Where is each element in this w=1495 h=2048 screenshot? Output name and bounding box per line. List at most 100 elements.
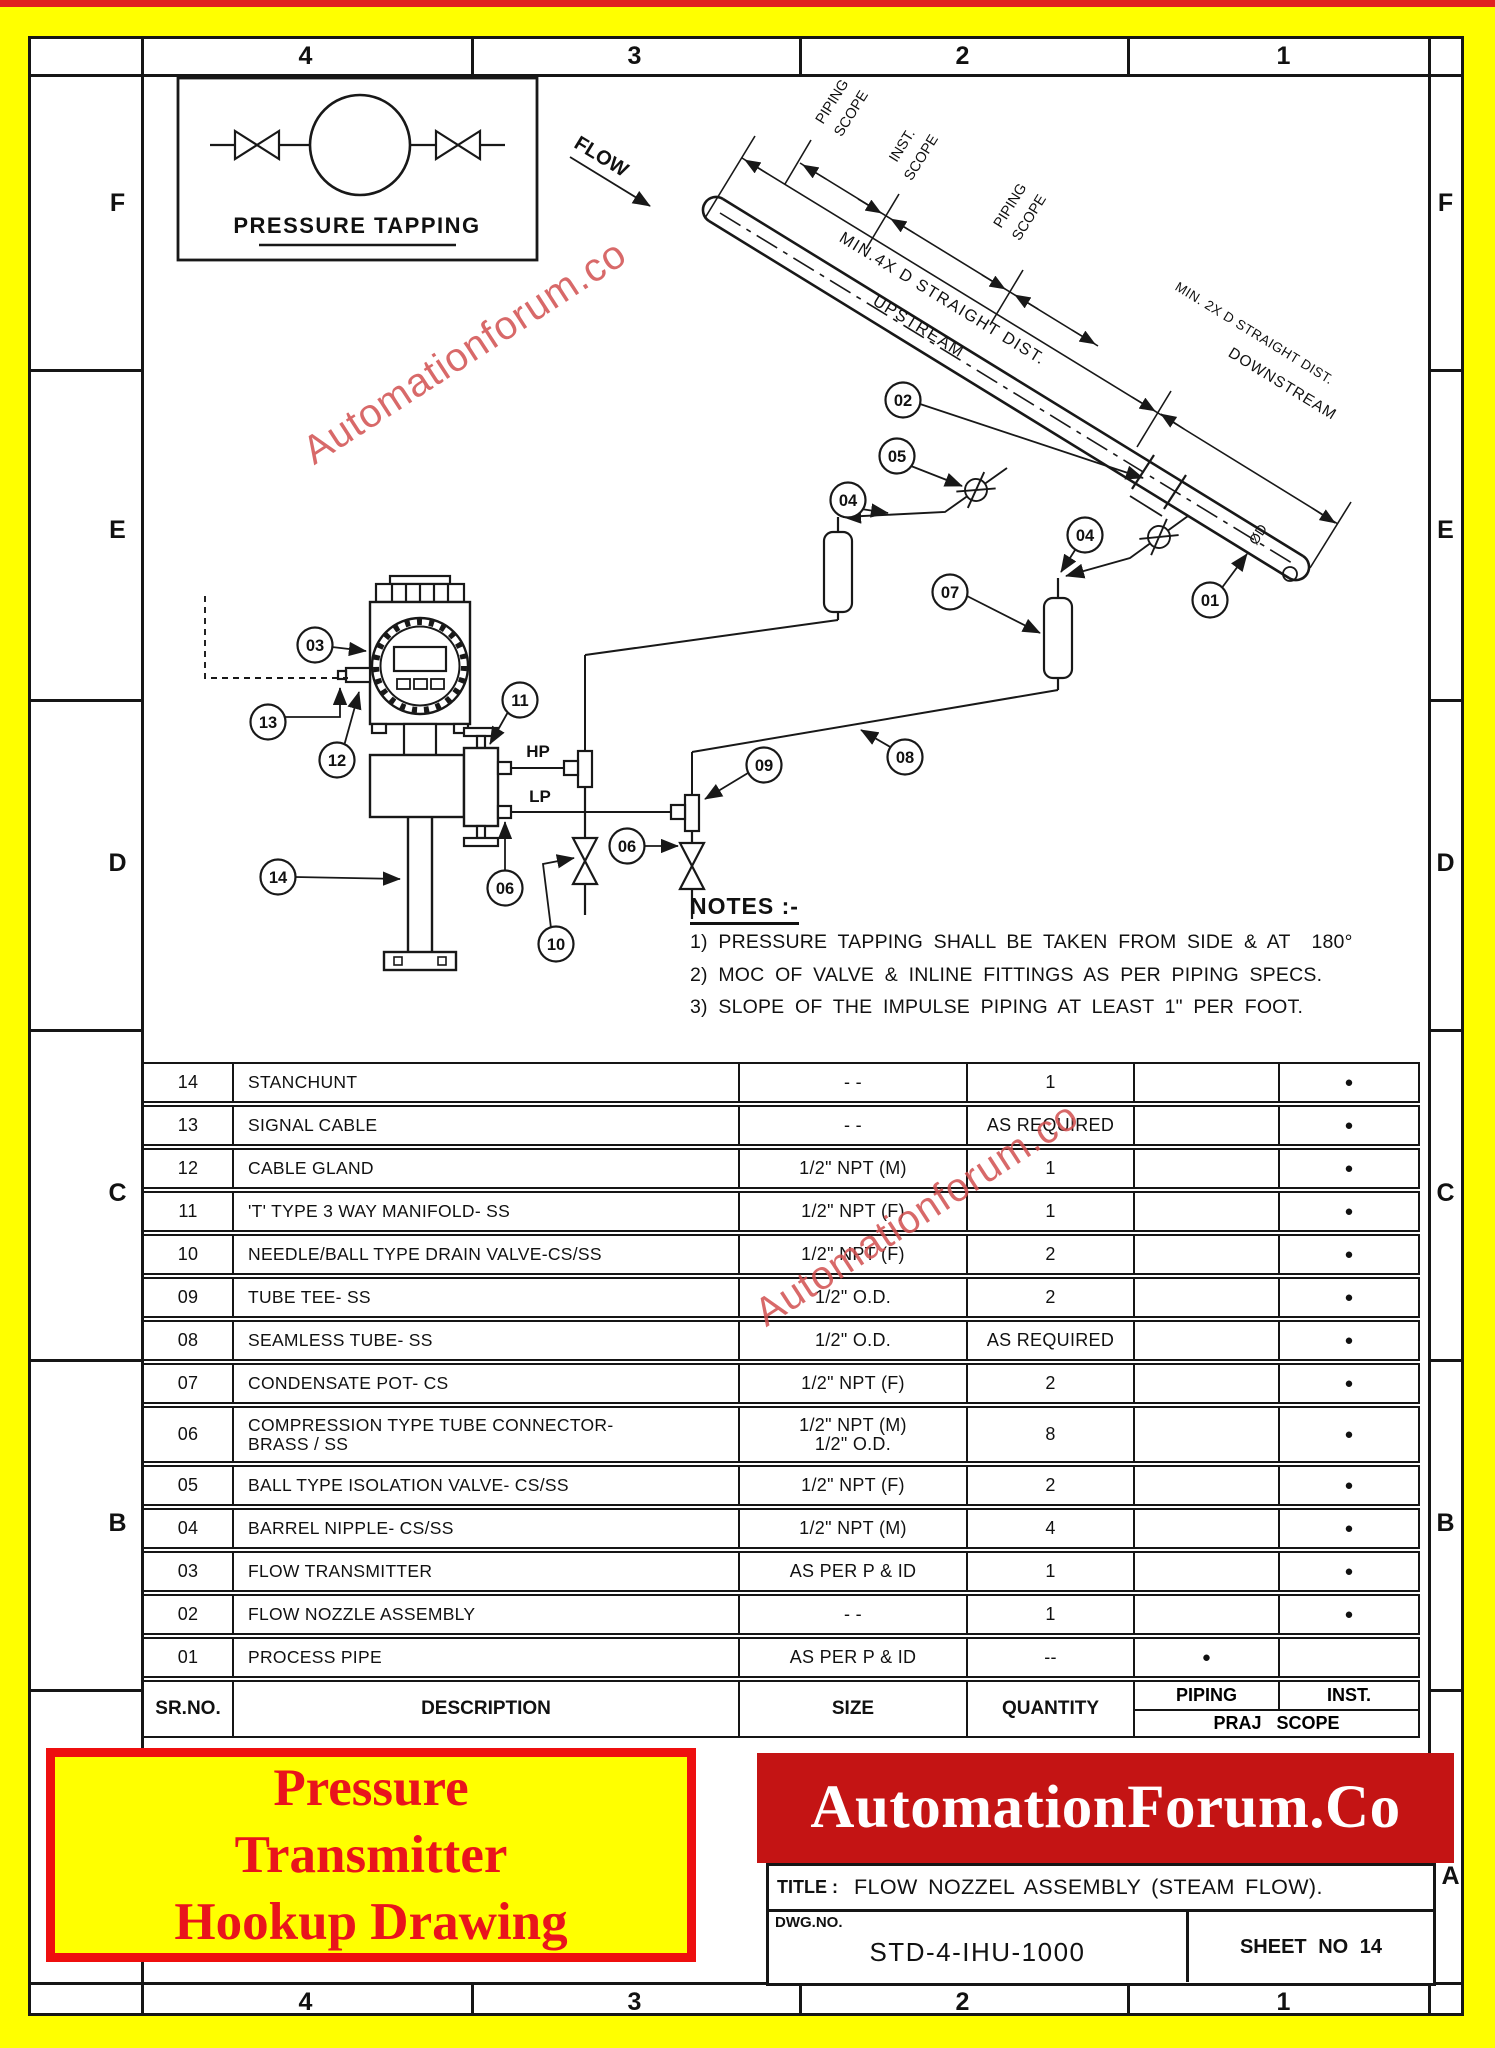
lp-label: LP	[529, 787, 551, 806]
bom-cell-inst: ●	[1344, 1289, 1354, 1306]
bom-cell-qty: 1	[968, 1150, 1135, 1187]
dimension-upstream	[704, 135, 1172, 448]
bom-cell-sr: 08	[144, 1322, 234, 1359]
title-label: TITLE :	[777, 1877, 838, 1897]
tick	[799, 1984, 802, 2016]
balloon-10	[537, 925, 575, 963]
grid-col-1-bottom: 1	[1276, 1988, 1292, 2016]
balloon-14	[259, 858, 297, 896]
bom-cell-qty: AS REQUIRED	[968, 1322, 1135, 1359]
pipe-centerline	[719, 212, 1293, 564]
table-row: 02 FLOW NOZZLE ASSEMBLY - - 1 ●	[142, 1594, 1420, 1635]
bom-cell-qty: 2	[968, 1236, 1135, 1273]
bom-header-sr: SR.NO.	[144, 1682, 234, 1736]
bom-cell-sr: 05	[144, 1467, 234, 1504]
title-block: TITLE : FLOW NOZZEL ASSEMBLY (STEAM FLOW…	[766, 1863, 1436, 1986]
bom-cell-inst: ●	[1344, 1477, 1354, 1494]
bom-cell-piping	[1135, 1596, 1280, 1633]
bom-cell-qty: 2	[968, 1279, 1135, 1316]
notes-block: NOTES :- 1) PRESSURE TAPPING SHALL BE TA…	[690, 893, 1353, 1023]
balloon-03	[296, 626, 334, 664]
dwg-no-label: DWG.NO.	[775, 1914, 843, 1931]
table-row: 10 NEEDLE/BALL TYPE DRAIN VALVE-CS/SS 1/…	[142, 1234, 1420, 1275]
transmitter-button	[396, 678, 411, 690]
hp-label: HP	[526, 742, 550, 761]
tick	[28, 699, 141, 702]
bom-cell-qty: 2	[968, 1365, 1135, 1402]
grid-row-f-right: F	[1437, 189, 1455, 217]
bom-cell-piping	[1135, 1236, 1280, 1273]
table-row: 12 CABLE GLAND 1/2" NPT (M) 1 ●	[142, 1148, 1420, 1189]
transmitter-button	[413, 678, 428, 690]
bom-cell-qty: AS REQUIRED	[968, 1107, 1135, 1144]
drain-valve-icon	[571, 836, 599, 886]
bom-cell-piping	[1135, 1467, 1280, 1504]
grid-row-c-right: C	[1436, 1179, 1456, 1207]
grid-col-4-bottom: 4	[298, 1988, 314, 2016]
bom-cell-sr: 03	[144, 1553, 234, 1590]
balloon-12	[318, 741, 356, 779]
bom-cell-qty: 1	[968, 1596, 1135, 1633]
table-row: 04 BARREL NIPPLE- CS/SS 1/2" NPT (M) 4 ●	[142, 1508, 1420, 1549]
svg-text:14: 14	[269, 869, 288, 887]
promo-box: Pressure Transmitter Hookup Drawing	[46, 1748, 696, 1962]
promo-line: Hookup Drawing	[174, 1892, 568, 1951]
balloon-07	[931, 573, 969, 611]
bom-cell-piping	[1135, 1553, 1280, 1590]
tick	[1430, 1029, 1464, 1032]
table-row: 11 'T' TYPE 3 WAY MANIFOLD- SS 1/2" NPT …	[142, 1191, 1420, 1232]
tick	[471, 1984, 474, 2016]
bom-cell-inst: ●	[1344, 1246, 1354, 1263]
transmitter-display	[392, 645, 448, 673]
tick	[1430, 369, 1464, 372]
table-row: 01 PROCESS PIPE AS PER P & ID -- ●	[142, 1637, 1420, 1678]
bom-cell-piping	[1135, 1193, 1280, 1230]
process-pipe	[701, 195, 1311, 582]
leader-lines	[285, 403, 1248, 929]
grid-row-c-left: C	[108, 1179, 128, 1207]
bom-cell-sr: 13	[144, 1107, 234, 1144]
bom-cell-piping	[1135, 1365, 1280, 1402]
notes-title: NOTES :-	[690, 893, 799, 925]
bom-table: 14 STANCHUNT - - 1 ● 13 SIGNAL CABLE - -…	[142, 1062, 1420, 1738]
bom-cell-qty: 8	[968, 1408, 1135, 1461]
bom-cell-desc: FLOW TRANSMITTER	[234, 1553, 740, 1590]
grid-col-4-top: 4	[298, 42, 314, 70]
bom-cell-piping: ●	[1135, 1639, 1280, 1676]
tick	[28, 1029, 141, 1032]
three-way-manifold	[462, 726, 513, 848]
bom-cell-desc: TUBE TEE- SS	[234, 1279, 740, 1316]
svg-text:13: 13	[259, 714, 277, 732]
bom-cell-desc: BARREL NIPPLE- CS/SS	[234, 1510, 740, 1547]
bom-cell-sr: 07	[144, 1365, 234, 1402]
bom-cell-desc: BALL TYPE ISOLATION VALVE- CS/SS	[234, 1467, 740, 1504]
balloon-09	[745, 746, 783, 784]
svg-text:04: 04	[839, 492, 858, 510]
balloons	[249, 381, 1229, 963]
bom-cell-size: - -	[740, 1596, 968, 1633]
bom-cell-size: 1/2" O.D.	[740, 1279, 968, 1316]
bom-cell-inst: ●	[1344, 1563, 1354, 1580]
bom-cell-sr: 01	[144, 1639, 234, 1676]
grid-row-e-left: E	[109, 516, 127, 544]
svg-text:11: 11	[511, 692, 528, 710]
page-top-red-strip	[0, 0, 1495, 7]
tick	[1127, 36, 1130, 74]
condensate-pot-upstream	[822, 517, 854, 620]
bom-cell-sr: 06	[144, 1408, 234, 1461]
balloon-08	[886, 738, 924, 776]
bom-header-praj-scope: PRAJ SCOPE	[1213, 1713, 1340, 1733]
frame-line-bottom	[28, 1982, 1464, 1985]
note-line: 1) PRESSURE TAPPING SHALL BE TAKEN FROM …	[690, 931, 1353, 953]
bom-cell-desc: CONDENSATE POT- CS	[234, 1365, 740, 1402]
bom-cell-size: 1/2" NPT (F)	[740, 1467, 968, 1504]
cable-gland	[344, 666, 372, 684]
bom-cell-sr: 12	[144, 1150, 234, 1187]
table-row: 07 CONDENSATE POT- CS 1/2" NPT (F) 2 ●	[142, 1363, 1420, 1404]
bom-header-row: SR.NO. DESCRIPTION SIZE QUANTITY PIPING …	[142, 1680, 1420, 1738]
note-line: 3) SLOPE OF THE IMPULSE PIPING AT LEAST …	[690, 996, 1304, 1018]
bom-cell-desc: NEEDLE/BALL TYPE DRAIN VALVE-CS/SS	[234, 1236, 740, 1273]
flow-label: FLOW	[570, 132, 632, 182]
pipe-dia-label: ØD	[1245, 521, 1270, 547]
